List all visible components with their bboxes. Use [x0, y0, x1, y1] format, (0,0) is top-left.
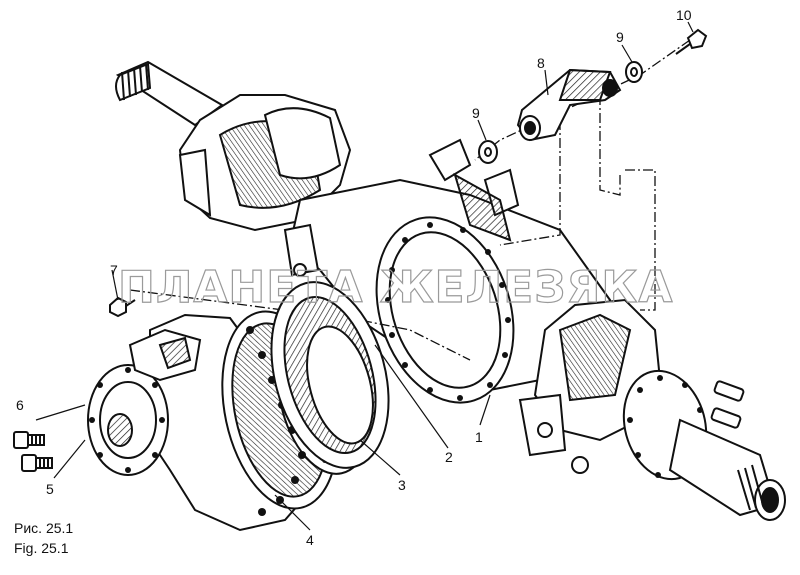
- callout-8: 8: [537, 55, 545, 71]
- callout-1: 1: [475, 429, 483, 445]
- axle-housing: [115, 60, 786, 521]
- assembly-lines: [129, 39, 691, 361]
- gasket: [270, 281, 390, 469]
- bolt-5: [21, 454, 53, 472]
- callout-10: 10: [676, 7, 692, 23]
- callout-6: 6: [16, 397, 24, 413]
- support-bracket: [516, 68, 622, 142]
- watermark-text: ПЛАНЕТА ЖЕЛЕЗЯКА: [118, 262, 673, 313]
- callout-2: 2: [445, 449, 453, 465]
- callout-5: 5: [46, 481, 54, 497]
- leader-lines: [35, 21, 694, 531]
- bolt-10: [675, 28, 708, 55]
- callout-3: 3: [398, 477, 406, 493]
- callout-9-left: 9: [472, 105, 480, 121]
- washer-left: [478, 140, 498, 164]
- callout-9-right: 9: [616, 29, 624, 45]
- figure-caption-ru: Рис. 25.1: [14, 520, 74, 536]
- left-shaft: [115, 60, 224, 127]
- bolt-6: [13, 431, 45, 449]
- callouts: 1 2 3 4 5 6 7 8 9 9 10: [16, 7, 692, 548]
- washer-right: [625, 61, 643, 83]
- figure-caption-en: Fig. 25.1: [14, 540, 69, 556]
- callout-7: 7: [110, 262, 118, 278]
- callout-4: 4: [306, 532, 314, 548]
